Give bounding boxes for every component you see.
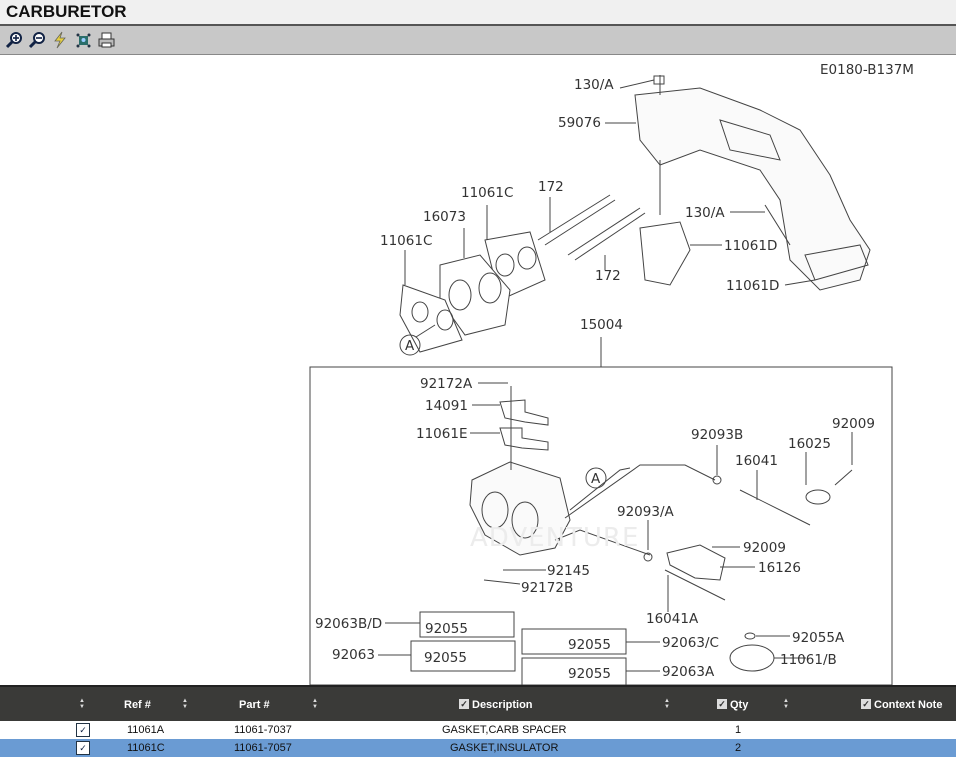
intake-manifold — [634, 87, 871, 291]
part-cell: 11061-7057 — [234, 742, 292, 754]
zoom-in-icon[interactable] — [4, 31, 23, 50]
add-to-list-icon[interactable]: ✓ — [76, 723, 90, 737]
callout[interactable]: 92172A — [420, 376, 473, 392]
description-cell: GASKET,CARB SPACER — [442, 724, 567, 736]
callout[interactable]: 92063/C — [662, 635, 719, 651]
callout[interactable]: 11061C — [461, 185, 513, 201]
sort-icon[interactable]: ▲▼ — [664, 698, 670, 710]
callout-circle: A — [405, 338, 415, 354]
callout[interactable]: 130/A — [685, 205, 725, 221]
callout[interactable]: 92063A — [662, 664, 715, 680]
checkbox-icon[interactable]: ✓ — [861, 699, 871, 709]
callout[interactable]: 92063 — [332, 647, 375, 663]
part-cell: 11061-7037 — [234, 724, 292, 736]
parts-diagram: ADVENTURE E0180-B137M 130/A 59076 11061C… — [309, 62, 914, 685]
callout[interactable]: 11061C — [380, 233, 432, 249]
ref-cell: 11061A — [127, 724, 165, 736]
callout[interactable]: 16041A — [646, 611, 699, 627]
table-row[interactable]: ✓ 11061C 11061-7057 GASKET,INSULATOR 2 — [0, 739, 956, 757]
carburetor-body — [469, 461, 571, 556]
col-part[interactable]: Part # — [239, 699, 270, 711]
callout[interactable]: 59076 — [558, 115, 601, 131]
callout[interactable]: 92055A — [792, 630, 845, 646]
callout[interactable]: 92055 — [568, 637, 611, 653]
zoom-out-icon[interactable] — [27, 31, 46, 50]
qty-cell: 2 — [735, 742, 742, 754]
callout[interactable]: 92172B — [521, 580, 573, 596]
callout[interactable]: 92009 — [832, 416, 875, 432]
callout[interactable]: 16126 — [758, 560, 801, 576]
callout[interactable]: 172 — [538, 179, 564, 195]
toolbar — [0, 26, 956, 55]
lightning-icon[interactable] — [50, 31, 69, 50]
callout[interactable]: 92055 — [568, 666, 611, 682]
ref-cell: 11061C — [127, 742, 165, 754]
callout[interactable]: 16025 — [788, 436, 831, 452]
col-ref[interactable]: Ref # — [124, 699, 151, 711]
callout[interactable]: 172 — [595, 268, 621, 284]
col-qty-label: Qty — [730, 699, 749, 711]
checkbox-icon[interactable]: ✓ — [717, 699, 727, 709]
table-header: ▲▼ Ref # ▲▼ Part # ▲▼ ✓Description ▲▼ ✓Q… — [0, 685, 956, 721]
callout[interactable]: 92093/A — [617, 504, 674, 520]
callout[interactable]: 92055 — [425, 621, 468, 637]
qty-cell: 1 — [735, 724, 742, 736]
sort-icon[interactable]: ▲▼ — [783, 698, 789, 710]
col-description[interactable]: ✓Description — [459, 699, 533, 711]
callout[interactable]: 92063B/D — [315, 616, 382, 632]
callout[interactable]: 15004 — [580, 317, 623, 333]
watermark: ADVENTURE — [470, 523, 639, 553]
col-description-label: Description — [472, 699, 533, 711]
parts-table: ▲▼ Ref # ▲▼ Part # ▲▼ ✓Description ▲▼ ✓Q… — [0, 685, 956, 757]
part-callouts: E0180-B137M 130/A 59076 11061C 172 16073… — [315, 62, 914, 682]
description-cell: GASKET,INSULATOR — [450, 742, 559, 754]
callout[interactable]: 11061D — [724, 238, 777, 254]
diagram-code: E0180-B137M — [820, 62, 914, 78]
add-to-list-icon[interactable]: ✓ — [76, 741, 90, 755]
col-context-note[interactable]: ✓Context Note — [861, 699, 942, 711]
sort-icon[interactable]: ▲▼ — [312, 698, 318, 710]
checkbox-icon[interactable]: ✓ — [459, 699, 469, 709]
callout[interactable]: 92145 — [547, 563, 590, 579]
callout[interactable]: 92055 — [424, 650, 467, 666]
callout[interactable]: 16041 — [735, 453, 778, 469]
callout[interactable]: 16073 — [423, 209, 466, 225]
callout-circle: A — [591, 471, 601, 487]
col-qty[interactable]: ✓Qty — [717, 699, 748, 711]
sort-icon[interactable]: ▲▼ — [79, 698, 85, 710]
callout[interactable]: 92009 — [743, 540, 786, 556]
callout[interactable]: 11061D — [726, 278, 779, 294]
sort-icon[interactable]: ▲▼ — [182, 698, 188, 710]
callout[interactable]: 92093B — [691, 427, 743, 443]
callout[interactable]: 11061/B — [780, 652, 837, 668]
callout[interactable]: 130/A — [574, 77, 614, 93]
callout[interactable]: 14091 — [425, 398, 468, 414]
callout[interactable]: 11061E — [416, 426, 467, 442]
table-row[interactable]: ✓ 11061A 11061-7037 GASKET,CARB SPACER 1 — [0, 721, 956, 739]
bug-icon[interactable] — [73, 31, 92, 50]
page-title: CARBURETOR — [0, 0, 956, 26]
print-icon[interactable] — [96, 31, 115, 50]
col-context-note-label: Context Note — [874, 699, 943, 711]
